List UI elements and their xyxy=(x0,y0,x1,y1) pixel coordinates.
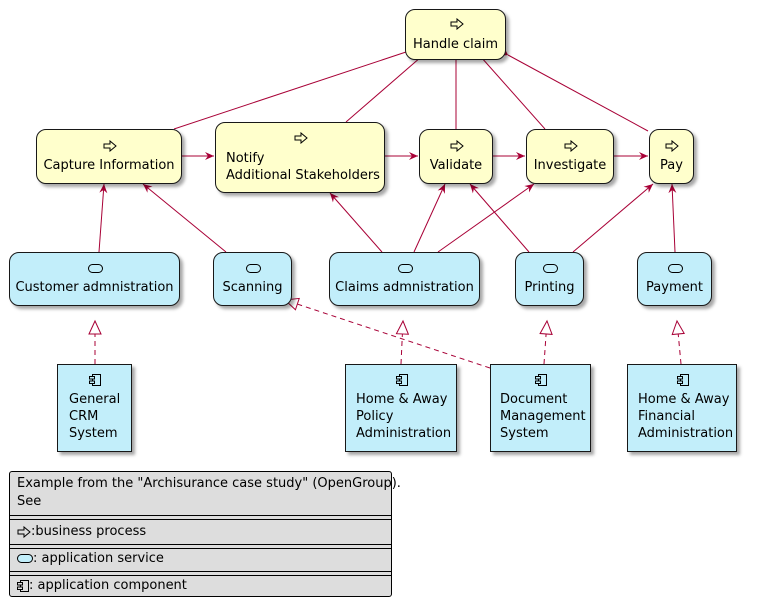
component-label: General CRM System xyxy=(69,392,121,441)
legend-item-service: : application service xyxy=(10,550,391,568)
rounded-pill-icon xyxy=(668,264,683,273)
composition-handle-investigate xyxy=(474,49,546,130)
process-handle-claim[interactable]: Handle claim xyxy=(405,9,506,60)
realize-dms-scanning xyxy=(283,297,491,369)
rounded-pill-icon xyxy=(246,264,261,273)
legend-divider xyxy=(10,515,391,520)
component-general-crm[interactable]: General CRM System xyxy=(57,364,132,452)
process-label: Notify Additional Stakeholders xyxy=(226,151,380,183)
process-label: Investigate xyxy=(533,158,607,173)
component-icon xyxy=(89,374,101,386)
legend-item-process: :business process xyxy=(10,523,391,541)
service-printing[interactable]: Printing xyxy=(515,252,584,306)
service-claims-administration[interactable]: Claims admnistration xyxy=(329,252,480,306)
serving-relations xyxy=(98,183,677,253)
process-label: Pay xyxy=(660,158,683,173)
arrow-right-icon xyxy=(103,140,117,152)
service-scanning[interactable]: Scanning xyxy=(213,252,292,306)
arrow-right-icon xyxy=(665,140,679,152)
service-payment[interactable]: Payment xyxy=(637,252,712,306)
legend-item-component: : application component xyxy=(10,577,391,595)
service-label: Payment xyxy=(646,280,703,295)
component-icon xyxy=(17,579,29,592)
composition-handle-notify xyxy=(345,50,429,123)
process-label: Capture Information xyxy=(43,158,175,173)
component-home-away-policy[interactable]: Home & Away Policy Administration xyxy=(345,364,457,452)
rounded-pill-icon xyxy=(17,554,33,563)
serve-scanning-capture xyxy=(142,183,227,253)
realize-hafin-payment xyxy=(671,319,686,365)
arrow-right-icon xyxy=(450,140,464,152)
composition-handle-capture xyxy=(173,47,416,130)
realize-dms-printing xyxy=(539,319,553,365)
process-pay[interactable]: Pay xyxy=(649,129,694,184)
legend-component-label: : application component xyxy=(29,578,187,593)
legend: Example from the "Archisurance case stud… xyxy=(9,471,401,597)
legend-process-label: :business process xyxy=(31,524,147,539)
service-label: Claims admnistration xyxy=(335,280,474,295)
component-label: Home & Away Policy Administration xyxy=(356,392,452,441)
rounded-pill-icon xyxy=(398,264,413,273)
arrow-right-icon xyxy=(564,140,578,152)
service-label: Printing xyxy=(524,280,575,295)
legend-service-label: : application service xyxy=(33,551,164,566)
service-customer-administration[interactable]: Customer admnistration xyxy=(9,252,180,306)
serve-claimsadmin-investigate xyxy=(437,183,535,253)
arrow-right-icon xyxy=(17,525,31,538)
process-validate[interactable]: Validate xyxy=(419,129,493,184)
service-label: Scanning xyxy=(222,280,283,295)
legend-note: Example from the "Archisurance case stud… xyxy=(17,476,401,509)
process-label: Handle claim xyxy=(413,37,498,52)
realize-hapolicy-claimsadmin xyxy=(395,319,410,365)
legend-divider xyxy=(10,571,391,576)
service-label: Customer admnistration xyxy=(15,280,174,295)
process-notify-stakeholders[interactable]: Notify Additional Stakeholders xyxy=(215,122,385,193)
serve-payment-pay xyxy=(668,183,677,253)
process-label: Validate xyxy=(429,158,483,173)
component-home-away-financial[interactable]: Home & Away Financial Administration xyxy=(627,364,737,452)
serve-custadmin-capture xyxy=(98,183,108,253)
process-capture-information[interactable]: Capture Information xyxy=(36,129,182,184)
arrow-right-icon xyxy=(450,18,464,30)
legend-divider xyxy=(10,544,391,549)
composition-handle-pay xyxy=(499,49,649,132)
serve-claimsadmin-validate xyxy=(413,183,446,253)
rounded-pill-icon xyxy=(543,264,558,273)
process-investigate[interactable]: Investigate xyxy=(526,129,614,184)
realization-relations xyxy=(88,297,686,369)
composition-relations xyxy=(173,47,649,132)
serve-printing-validate xyxy=(469,183,530,253)
arrow-right-icon xyxy=(294,132,308,144)
component-document-management[interactable]: Document Management System xyxy=(490,364,591,452)
serve-claimsadmin-notify xyxy=(329,192,383,253)
component-icon xyxy=(677,374,689,386)
rounded-pill-icon xyxy=(88,264,103,273)
component-icon xyxy=(535,374,547,386)
serve-printing-pay xyxy=(572,183,654,253)
component-label: Home & Away Financial Administration xyxy=(638,392,734,441)
component-icon xyxy=(396,374,408,386)
component-label: Document Management System xyxy=(500,392,586,441)
